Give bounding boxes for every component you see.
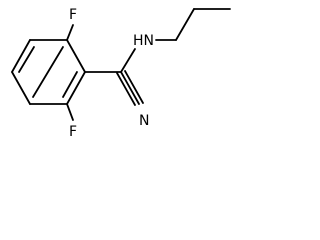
benzene-ring (11, 39, 86, 105)
structure-diagram: F F HN N (11, 7, 231, 140)
bond-c-f-top (66, 24, 74, 41)
nitrile-nitrogen-label: N (139, 113, 149, 129)
ring-bond-5 (11, 39, 31, 73)
ring-double-bond-3 (32, 46, 64, 98)
bond-c-f-bottom (66, 103, 74, 121)
ring-double-bond-1 (62, 71, 78, 98)
nitrile-bond-line-2 (120, 71, 140, 105)
bond-propyl-2 (175, 8, 195, 41)
ring-double-bond-2 (18, 46, 35, 73)
fluorine-bottom-label: F (69, 124, 77, 140)
nitrile-triple-bond (116, 70, 144, 106)
ring-bond-4 (11, 71, 31, 105)
nitrile-bond-line-3 (124, 70, 144, 104)
fluorine-top-label: F (69, 7, 77, 23)
bond-alpha-carbon-nh (120, 48, 136, 73)
ring-bond-2 (66, 71, 86, 105)
nitrile-bond-line-1 (116, 72, 136, 106)
amine-label: HN (133, 33, 154, 49)
ring-bond-1 (66, 39, 86, 73)
